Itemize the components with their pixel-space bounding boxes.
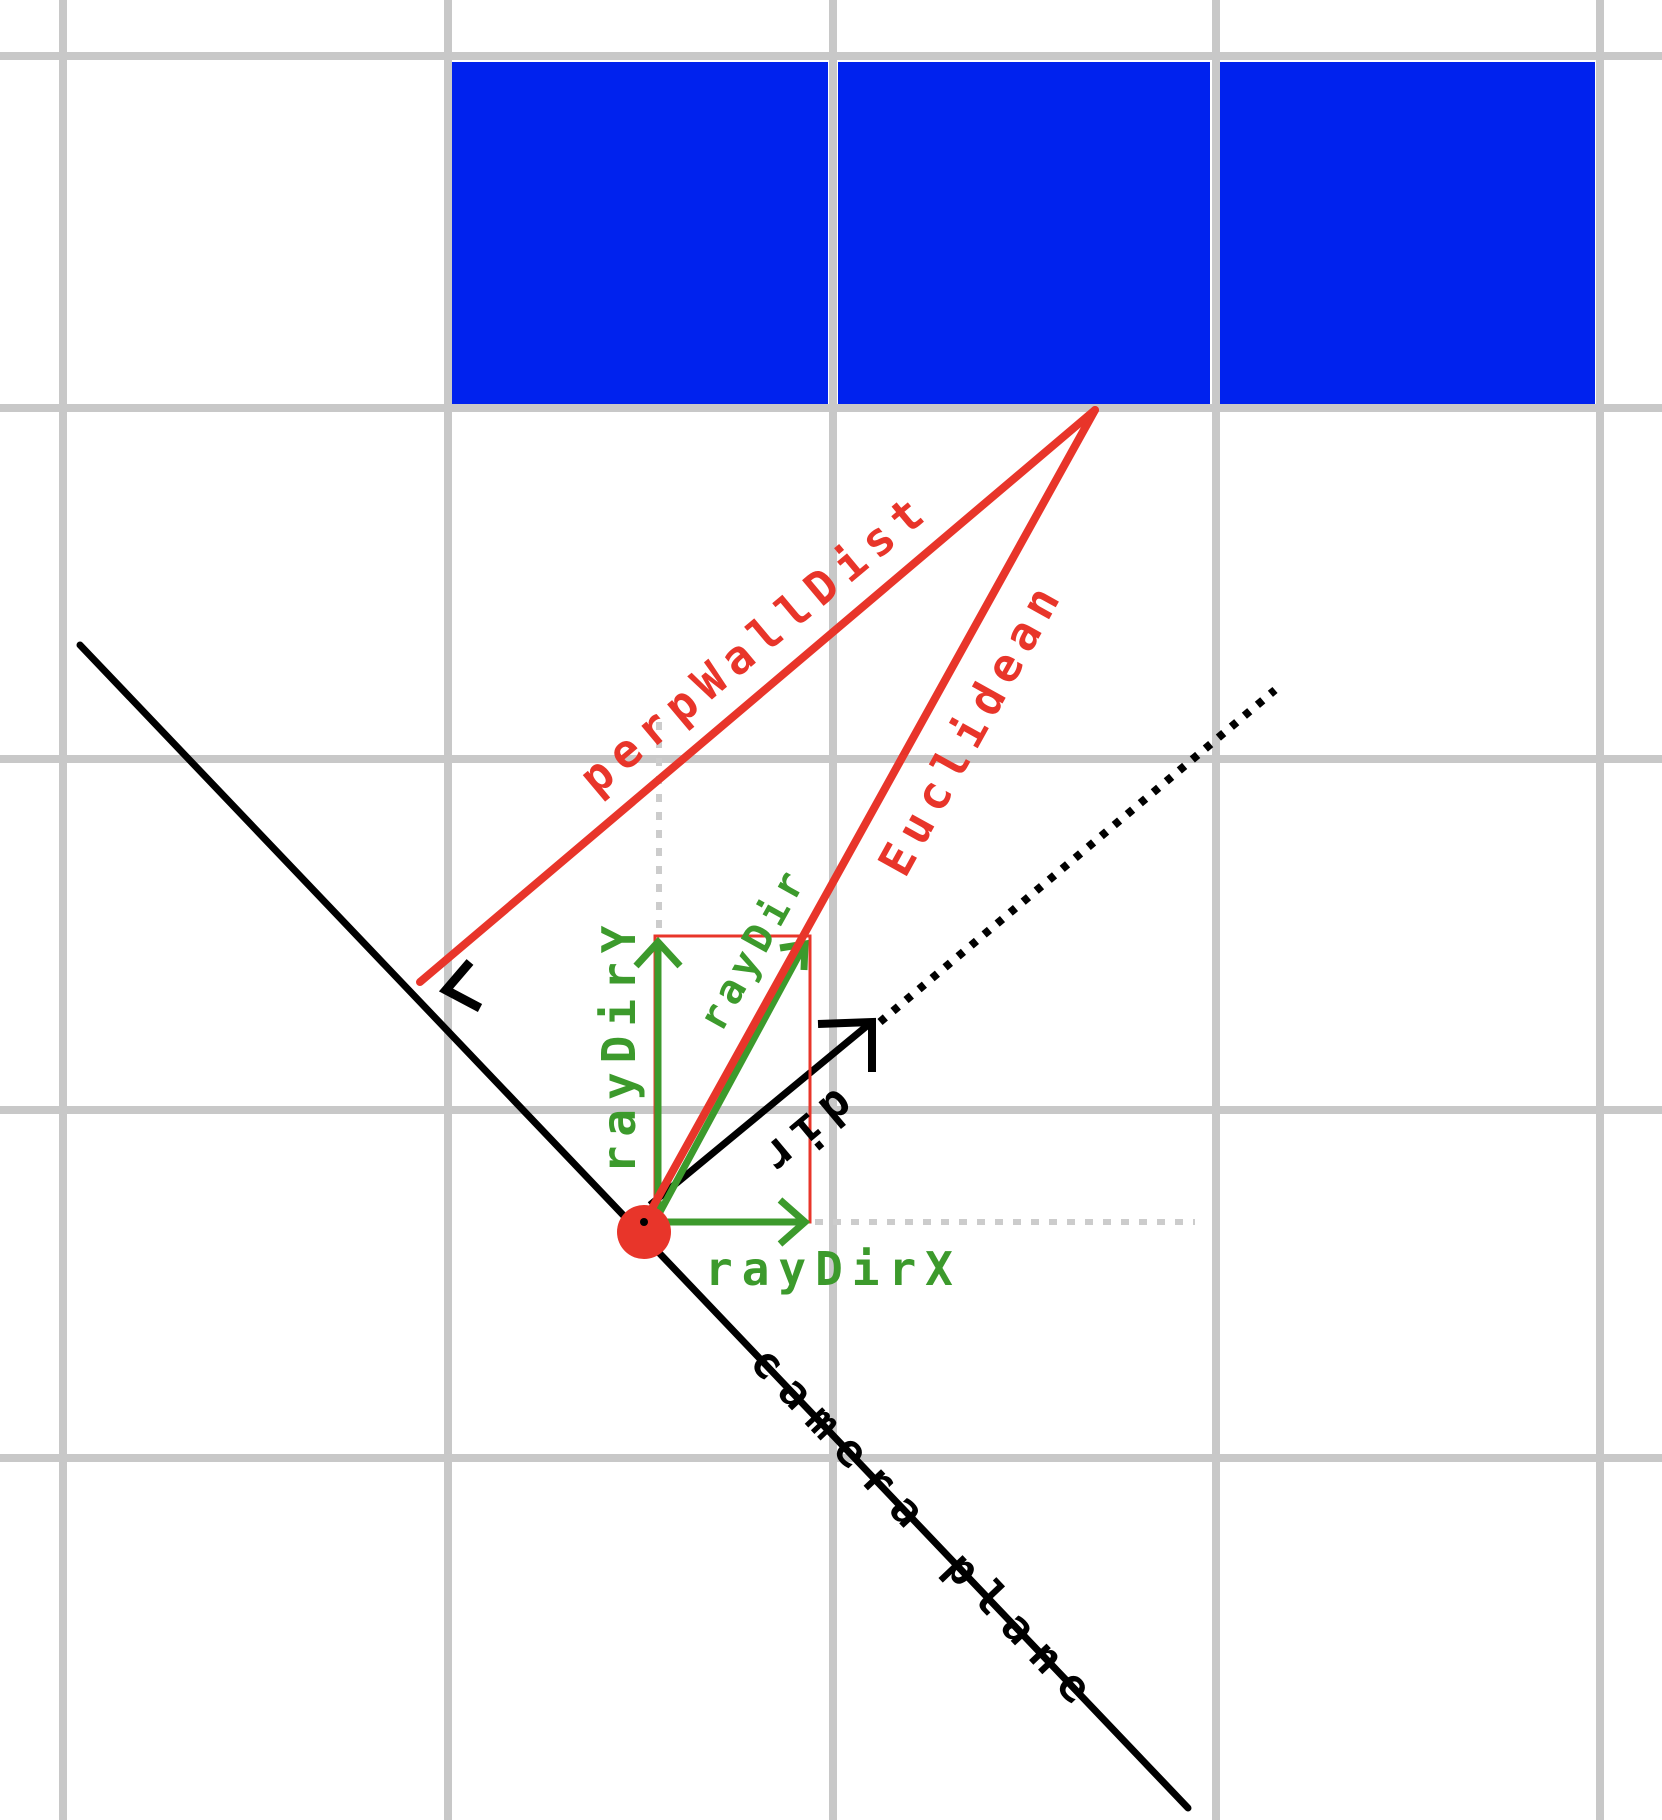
dir-arrowhead-icon	[817, 1017, 876, 1072]
euclidean-line	[646, 406, 1099, 1216]
dir-vector	[647, 1022, 871, 1208]
ray-dir-x-label: rayDirX	[705, 1242, 962, 1296]
player-position-dot	[617, 1205, 671, 1259]
wall-block	[452, 62, 828, 404]
ray-dir-y-arrowhead-icon	[633, 936, 683, 969]
player-center-dot	[640, 1218, 648, 1226]
ray-dir-x-arrowhead-icon	[777, 1197, 811, 1247]
wall-block	[1220, 62, 1595, 404]
distance-lines	[416, 406, 1099, 1216]
dir-extension-dotted	[877, 686, 1278, 1026]
ray-dir-y-label: rayDirY	[592, 917, 646, 1174]
wall-blocks	[452, 62, 1595, 404]
wall-block	[838, 62, 1210, 404]
perp-wall-dist-line	[416, 406, 1099, 986]
ray-dir-arrowhead-icon	[779, 939, 809, 971]
right-angle-marker-icon	[438, 959, 483, 1012]
ray-component-vectors	[633, 936, 811, 1247]
ray-dir-vector	[656, 942, 809, 1214]
